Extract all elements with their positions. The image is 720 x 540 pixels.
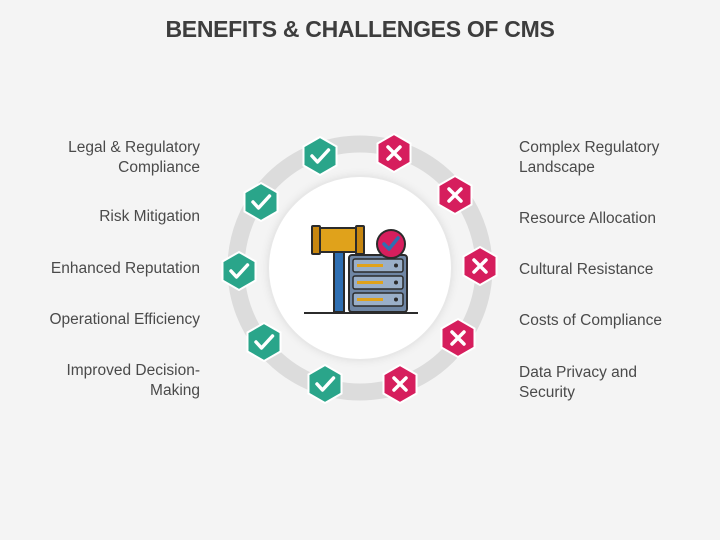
benefit-label-1-line1: Legal & Regulatory	[68, 139, 200, 156]
x-mark-icon	[472, 258, 488, 274]
benefit-label-5: Improved Decision- Making	[66, 361, 200, 401]
x-mark-icon	[386, 145, 402, 161]
challenge-label-1: Complex Regulatory Landscape	[519, 138, 659, 178]
challenge-badge-1	[376, 132, 412, 174]
benefit-badge-4	[246, 321, 282, 363]
checkmark-icon	[254, 334, 275, 350]
benefit-label-5-line2: Making	[150, 382, 200, 399]
challenge-label-5: Data Privacy and Security	[519, 363, 637, 403]
x-mark-icon	[392, 376, 408, 392]
benefit-label-4-line1: Operational Efficiency	[49, 311, 201, 328]
benefit-badge-3	[221, 250, 257, 292]
challenge-badge-5	[382, 363, 418, 405]
challenge-badge-2	[437, 174, 473, 216]
benefit-label-1: Legal & Regulatory Compliance	[68, 138, 200, 178]
benefit-label-2-line1: Risk Mitigation	[99, 208, 200, 225]
challenge-label-5-line2: Security	[519, 384, 575, 401]
benefit-label-3-line1: Enhanced Reputation	[50, 260, 200, 277]
benefit-label-3: Enhanced Reputation	[51, 259, 200, 279]
challenge-label-1-line1: Complex Regulatory	[519, 139, 660, 156]
challenge-label-4-line1: Costs of Compliance	[519, 312, 663, 329]
checkmark-icon	[310, 148, 331, 164]
benefit-badge-2	[243, 181, 279, 223]
challenge-label-5-line1: Data Privacy and	[519, 364, 638, 381]
challenge-badge-4	[440, 317, 476, 359]
x-mark-icon	[447, 187, 463, 203]
gavel-server-icon	[304, 225, 418, 314]
benefit-label-2: Risk Mitigation	[99, 207, 200, 227]
checkmark-icon	[229, 263, 250, 279]
challenge-label-3-line1: Cultural Resistance	[519, 261, 654, 278]
challenge-label-2-line1: Resource Allocation	[519, 210, 656, 227]
challenge-label-3: Cultural Resistance	[519, 260, 653, 280]
benefit-badge-1	[302, 135, 338, 177]
x-mark-icon	[450, 330, 466, 346]
challenge-label-4: Costs of Compliance	[519, 311, 662, 331]
page-title: BENEFITS & CHALLENGES OF CMS	[165, 16, 555, 42]
challenge-badge-3	[462, 245, 498, 287]
benefit-label-4: Operational Efficiency	[50, 310, 201, 330]
checkmark-icon	[251, 194, 272, 210]
challenge-label-2: Resource Allocation	[519, 209, 656, 229]
checkmark-icon	[315, 376, 336, 392]
benefit-label-5-line1: Improved Decision-	[66, 362, 200, 379]
benefit-label-1-line2: Compliance	[118, 159, 200, 176]
challenge-label-1-line2: Landscape	[519, 159, 595, 176]
benefit-badge-5	[307, 363, 343, 405]
